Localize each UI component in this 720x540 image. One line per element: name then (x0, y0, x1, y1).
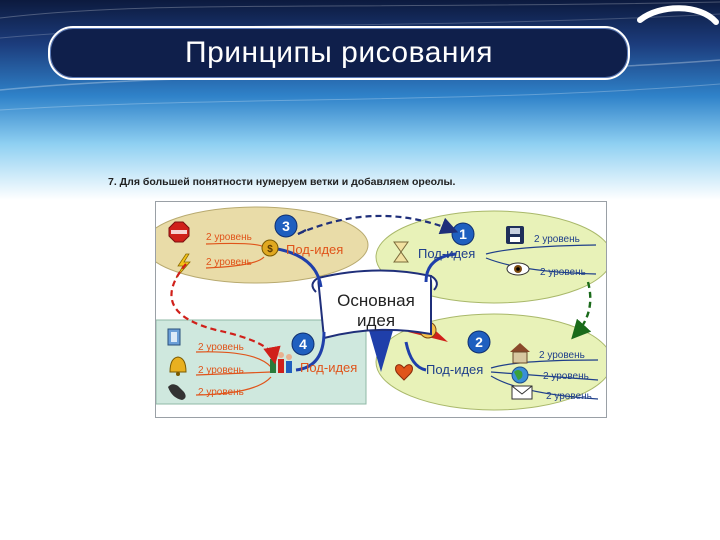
svg-text:4: 4 (299, 336, 307, 352)
number-badge-3: 3 (275, 215, 297, 237)
sub-idea-title-1: Под-идея (418, 246, 475, 261)
envelope-icon (512, 386, 532, 399)
svg-text:3: 3 (282, 218, 290, 234)
center-idea-line2: идея (357, 311, 395, 330)
title-bar: Принципы рисования (48, 26, 630, 80)
level-label: 2 уровень (206, 257, 252, 268)
floppy-disk-icon (506, 226, 524, 244)
level-label: 2 уровень (540, 267, 586, 278)
number-badge-1: 1 (452, 223, 474, 245)
center-idea-line1: Основная (337, 291, 415, 310)
stop-sign-icon (169, 222, 189, 242)
sub-idea-title-2: Под-идея (426, 362, 483, 377)
eye-icon (507, 263, 529, 275)
svg-text:$: $ (267, 244, 273, 255)
level-label: 2 уровень (198, 387, 244, 398)
slide-caption: 7. Для большей понятности нумеруем ветки… (108, 176, 455, 188)
level-label: 2 уровень (546, 391, 592, 402)
level-label: 2 уровень (198, 342, 244, 353)
mind-map-diagram: Основная идея 3 1 4 (155, 201, 607, 418)
svg-text:1: 1 (459, 226, 467, 242)
book-icon (168, 329, 180, 345)
level-label: 2 уровень (198, 365, 244, 376)
people-icon (270, 352, 292, 373)
level-label: 2 уровень (543, 371, 589, 382)
level-label: 2 уровень (206, 232, 252, 243)
svg-text:2: 2 (475, 334, 483, 350)
corner-swoosh-icon (640, 8, 716, 22)
globe-icon (512, 367, 528, 383)
sub-idea-title-3: Под-идея (286, 242, 343, 257)
arrow-right (576, 282, 590, 334)
sub-idea-title-4: Под-идея (300, 360, 357, 375)
number-badge-2: 2 (468, 331, 490, 353)
money-bag-icon: $ (262, 240, 278, 256)
level-label: 2 уровень (534, 234, 580, 245)
page-title: Принципы рисования (185, 36, 493, 70)
number-badge-4: 4 (292, 333, 314, 355)
level-label: 2 уровень (539, 350, 585, 361)
